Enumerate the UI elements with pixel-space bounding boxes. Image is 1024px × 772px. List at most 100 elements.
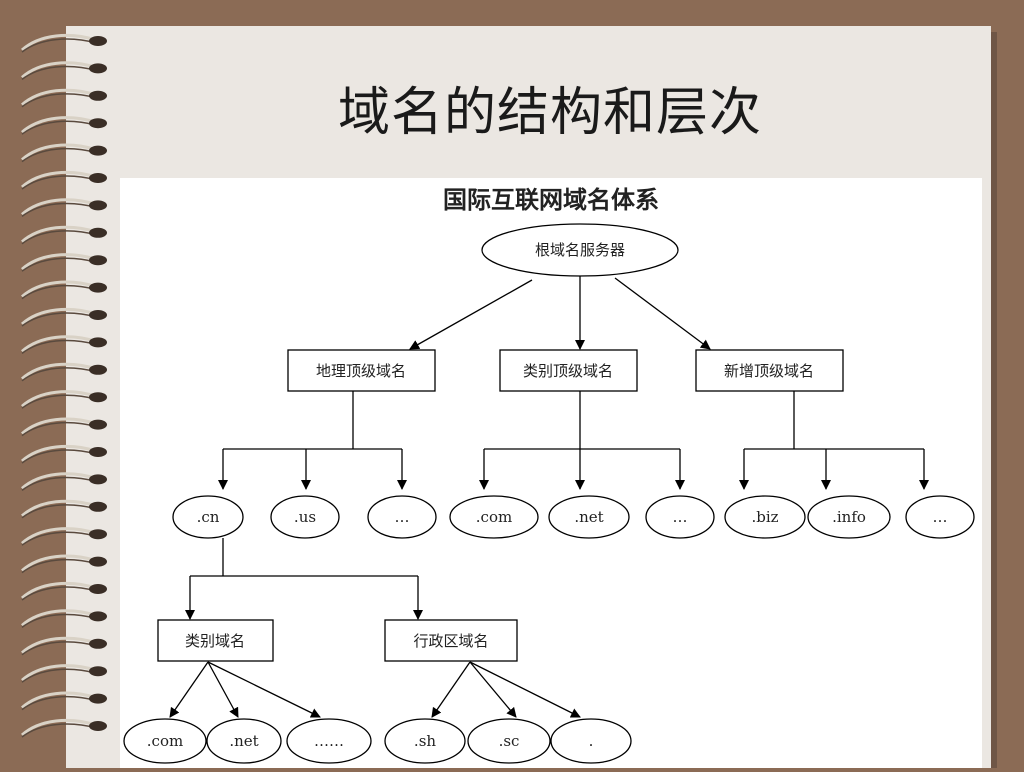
binding-hole (89, 118, 107, 129)
cn-region-box (384, 619, 518, 662)
binding-ring-shadow (21, 531, 97, 546)
binding-ring-shadow (21, 147, 97, 163)
diagram-canvas: 国际互联网域名体系 根域名服务器 地理顶级域名 类别顶级域名 新增顶级域名 (123, 186, 975, 764)
binding-ring (21, 718, 97, 737)
binding-ring (21, 116, 97, 134)
binding-ring-shadow (21, 668, 97, 683)
binding-hole (89, 36, 107, 46)
binding-hole (89, 419, 107, 430)
binding-hole (89, 255, 107, 266)
binding-ring-shadow (21, 504, 97, 519)
binding-hole (89, 666, 107, 677)
node-region-more: . (589, 732, 594, 750)
binding-ring-shadow (21, 558, 97, 574)
binding-hole (89, 501, 107, 512)
binding-hole (89, 556, 107, 567)
binding-ring-shadow (21, 421, 97, 437)
binding-hole (89, 584, 107, 594)
root-edges (409, 276, 711, 350)
binding-hole (89, 282, 107, 293)
binding-ring-shadow (21, 449, 97, 464)
node-geo-more: … (395, 508, 410, 526)
binding-hole (89, 392, 107, 403)
binding-ring-shadow (21, 394, 97, 409)
binding-hole (89, 200, 107, 211)
binding-ring (21, 417, 97, 435)
binding-ring (21, 499, 97, 517)
binding-hole (89, 364, 107, 375)
new-tld-box (695, 349, 844, 392)
node-us: .us (294, 508, 316, 526)
geo-tld-box (287, 349, 436, 392)
node-cn: .cn (197, 508, 220, 526)
binding-ring-shadow (21, 120, 97, 135)
binding-ring (21, 335, 97, 353)
binding-ring (21, 33, 97, 52)
cn-category-box (157, 619, 274, 662)
binding-hole (89, 227, 107, 238)
binding-ring-shadow (21, 38, 97, 53)
binding-hole (89, 145, 107, 156)
binding-ring (21, 636, 97, 654)
binding-ring-shadow (21, 695, 97, 711)
binding-ring-shadow (21, 257, 97, 272)
cn-edges (185, 538, 423, 620)
diagram-title: 国际互联网域名体系 (443, 186, 659, 214)
binding-ring (21, 444, 97, 463)
binding-hole (89, 529, 107, 540)
binding-ring-shadow (21, 312, 97, 327)
node-new-more: … (933, 508, 948, 526)
binding-ring-shadow (21, 175, 97, 190)
binding-ring (21, 609, 97, 627)
binding-ring-shadow (21, 230, 97, 245)
category-tld-box (499, 349, 638, 392)
binding-hole (89, 447, 107, 457)
binding-hole (89, 693, 107, 704)
binding-ring (21, 472, 97, 490)
binding-ring (21, 554, 97, 572)
node-category-more: … (673, 508, 688, 526)
binding-ring (21, 581, 97, 600)
binding-ring (21, 390, 97, 408)
cn-region-label: 行政区域名 (413, 632, 488, 650)
binding-ring (21, 225, 97, 243)
new-tld-label: 新增顶级域名 (724, 362, 814, 380)
geo-tld-label: 地理顶级域名 (316, 362, 406, 380)
node-biz: .biz (751, 508, 778, 526)
binding-hole (89, 721, 107, 731)
binding-hole (89, 173, 107, 183)
cn-category-label: 类别域名 (185, 632, 245, 650)
binding-ring-shadow (21, 339, 97, 354)
binding-ring (21, 198, 97, 216)
binding-hole (89, 611, 107, 622)
binding-ring-shadow (21, 65, 97, 80)
binding-ring (21, 88, 97, 106)
binding-ring (21, 527, 97, 545)
domain-hierarchy-diagram: 国际互联网域名体系 根域名服务器 地理顶级域名 类别顶级域名 新增顶级域名 (120, 178, 982, 768)
node-sh: .sh (414, 732, 436, 750)
level1-edges (218, 391, 929, 490)
binding-ring-shadow (21, 723, 97, 738)
binding-hole (89, 638, 107, 649)
binding-hole (89, 337, 107, 348)
binding-ring (21, 170, 97, 189)
node-cn-net: .net (229, 732, 258, 750)
root-label: 根域名服务器 (535, 241, 625, 259)
node-cn-category-more: …… (314, 732, 344, 750)
node-net: .net (574, 508, 603, 526)
binding-ring-shadow (21, 284, 97, 300)
binding-ring (21, 280, 97, 298)
binding-ring (21, 664, 97, 682)
binding-ring-shadow (21, 613, 97, 628)
binding-hole (89, 310, 107, 320)
binding-ring-shadow (21, 586, 97, 601)
node-com: .com (476, 508, 512, 526)
binding-ring (21, 362, 97, 380)
node-sc: .sc (499, 732, 520, 750)
binding-ring (21, 691, 97, 709)
binding-ring (21, 253, 97, 271)
level2-nodes (172, 495, 975, 539)
binding-ring-shadow (21, 641, 97, 656)
binding-ring-shadow (21, 367, 97, 382)
level4-nodes (123, 718, 632, 764)
